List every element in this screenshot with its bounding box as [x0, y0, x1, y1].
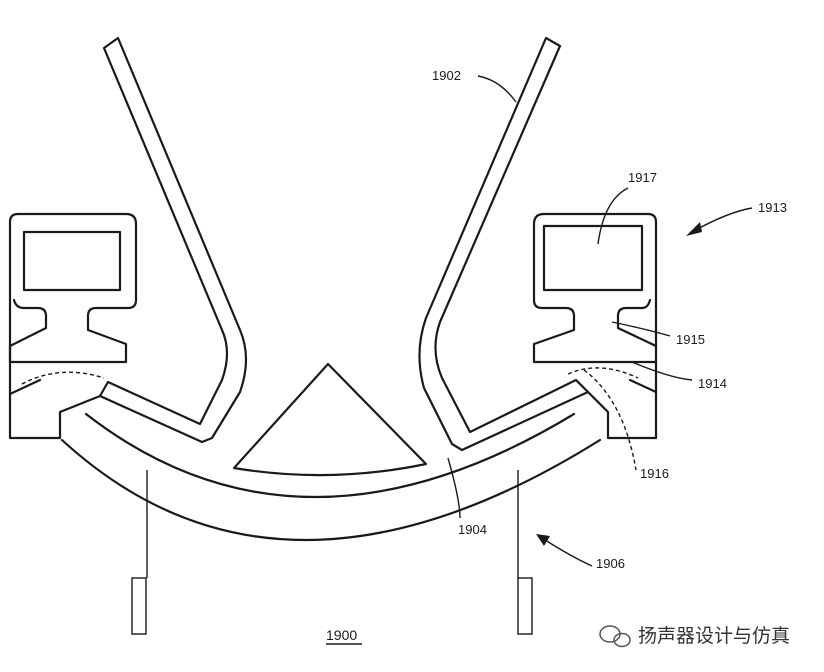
right-post-foot — [517, 577, 533, 635]
wechat-logo-icon — [599, 625, 631, 648]
left-base-inner — [8, 378, 42, 396]
bottom-web — [60, 438, 602, 542]
right-frame-neck — [616, 298, 658, 348]
arrowhead-1906 — [536, 534, 550, 546]
leader-1902 — [477, 75, 517, 103]
label-1916: 1916 — [640, 466, 669, 481]
label-1914: 1914 — [698, 376, 727, 391]
leader-1914 — [631, 361, 693, 381]
label-1915: 1915 — [676, 332, 705, 347]
left-frame-outer — [8, 212, 138, 364]
label-1904: 1904 — [458, 522, 487, 537]
arrowhead-1913 — [686, 222, 702, 236]
center-triangle — [232, 362, 428, 477]
right-frame-inner — [542, 224, 644, 292]
left-dashed-seam — [21, 371, 105, 385]
bottom-web-inner — [84, 412, 576, 499]
label-1917: 1917 — [628, 170, 657, 185]
left-post-foot — [131, 577, 147, 635]
right-dashed-lead — [583, 369, 637, 471]
leader-1904 — [447, 457, 461, 519]
figure-number: 1900 — [326, 627, 357, 643]
left-frame-inner — [22, 230, 122, 292]
leader-1915 — [611, 321, 671, 337]
label-1902: 1902 — [432, 68, 461, 83]
arrow-1906 — [541, 537, 593, 567]
left-frame-neck — [8, 298, 48, 364]
left-diaphragm-wall — [98, 36, 248, 444]
leader-1917 — [597, 187, 629, 245]
label-1913: 1913 — [758, 200, 787, 215]
label-1906: 1906 — [596, 556, 625, 571]
watermark-text: 扬声器设计与仿真 — [638, 625, 790, 647]
right-base-inner — [628, 378, 658, 394]
right-base — [586, 360, 658, 440]
right-frame-outer — [532, 212, 658, 364]
right-diaphragm-wall — [418, 36, 590, 452]
left-base — [8, 360, 102, 440]
right-dashed-seam — [567, 367, 639, 379]
